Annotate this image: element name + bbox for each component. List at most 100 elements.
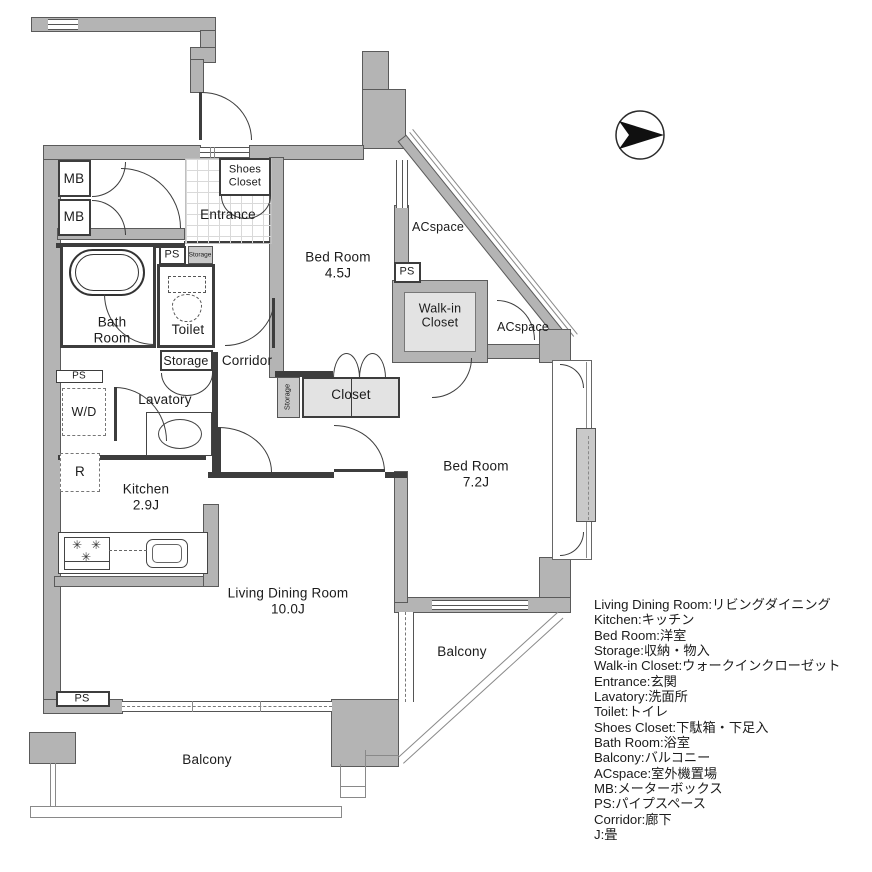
legend-line: Toilet:トイレ: [594, 704, 669, 720]
storage-closet-box: [277, 377, 300, 418]
balcony-rail: [30, 806, 342, 818]
closet-bifold-door-arc: [333, 353, 360, 378]
legend-line: Bed Room:洋室: [594, 627, 687, 643]
wall-bedroom72-north: [470, 345, 547, 358]
bay-window-panel: [576, 428, 596, 522]
exterior-column: [363, 90, 405, 148]
exterior-wall: [191, 60, 203, 92]
threshold-tick: [214, 147, 215, 158]
legend-line: Walk-in Closet:ウォークインクローゼット: [594, 658, 841, 674]
bedroom72-door-arc: [334, 425, 385, 472]
label-kitchen: Kitchen 2.9J: [122, 481, 170, 512]
balcony-diagonal-rail: [403, 617, 564, 764]
balcony-rail: [50, 763, 56, 809]
legend-line: Corridor:廊下: [594, 811, 672, 827]
entrance-threshold: [200, 147, 250, 158]
ps-box: [56, 370, 103, 383]
label-acspace-right: ACspace: [496, 319, 550, 334]
toilet-tank: [168, 276, 206, 293]
legend-line: J:畳: [594, 827, 618, 843]
storage-toilet-box: [160, 350, 213, 371]
window: [48, 19, 78, 30]
bedroom45-door-arc: [225, 298, 275, 346]
label-storage-closet: Storage: [282, 383, 292, 411]
label-bath-room: Bath Room: [93, 314, 131, 345]
label-entrance: Entrance: [200, 207, 256, 223]
wall-bedroom72-west: [395, 472, 407, 602]
label-acspace-top: ACspace: [411, 219, 465, 234]
exterior-column: [363, 52, 388, 92]
storage-small-box: [188, 246, 213, 264]
label-bedroom-72: Bed Room 7.2J: [443, 458, 509, 489]
legend-line: Lavatory:洗面所: [594, 689, 688, 705]
partition-lavatory-south: [58, 455, 206, 460]
label-ps-wic: PS: [399, 265, 415, 278]
label-corridor: Corridor: [221, 353, 273, 369]
compass-north-label: N: [671, 128, 674, 138]
label-living-dining: Living Dining Room 10.0J: [227, 585, 349, 616]
kitchen-sink-inner: [152, 544, 182, 563]
balcony-rail: [340, 764, 341, 790]
label-refrigerator: R: [75, 464, 85, 480]
entrance-door-leaf: [199, 92, 202, 140]
label-lavatory: Lavatory: [138, 392, 192, 408]
north-compass-icon: N: [615, 110, 674, 160]
bedroom72-south-window: [432, 600, 528, 610]
legend-line: ACspace:室外機置場: [594, 765, 718, 781]
stove: [64, 537, 110, 570]
label-washer-dryer: W/D: [71, 404, 97, 419]
legend-line: MB:メーターボックス: [594, 781, 723, 797]
balcony-rail: [365, 750, 366, 788]
legend-line: Kitchen:キッチン: [594, 612, 695, 628]
walkin-closet-door-arc: [432, 358, 472, 398]
entrance-door-arc: [202, 92, 252, 140]
label-mb-bottom: MB: [63, 209, 85, 225]
living-east-window: [398, 612, 414, 702]
legend-line: Entrance:玄関: [594, 673, 677, 689]
legend-line: Shoes Closet:下駄箱・下足入: [594, 719, 769, 735]
label-balcony-right: Balcony: [437, 644, 487, 660]
living-door-arc: [219, 427, 272, 472]
wall-bedroom45-right: [395, 206, 408, 264]
partition-living-north: [208, 472, 334, 478]
partition-living-north: [385, 472, 407, 478]
legend-line: Balcony:バルコニー: [594, 750, 711, 766]
legend-line: Living Dining Room:リビングダイニング: [594, 597, 831, 612]
balcony-rail: [365, 755, 399, 756]
label-mb-top: MB: [63, 171, 85, 187]
label-ps-balcony: PS: [74, 692, 90, 705]
exterior-wall: [191, 48, 215, 62]
window-tick: [192, 701, 193, 712]
partition-bedroom45-south: [275, 371, 333, 377]
ps-box: [56, 691, 110, 707]
mb-box: [58, 160, 91, 197]
wall-kitchen-south: [55, 577, 206, 586]
partition-corridor-west: [212, 352, 218, 472]
label-shoes-closet: Shoes Closet: [228, 163, 262, 188]
wall-top: [44, 146, 200, 159]
label-ps-lavatory: PS: [72, 370, 86, 382]
label-ps-bath: PS: [164, 248, 180, 261]
window-tick: [260, 701, 261, 712]
legend-line: Storage:収納・物入: [594, 643, 710, 659]
label-walkin-closet: Walk-in Closet: [418, 301, 462, 330]
label-storage-entrance: Storage: [188, 251, 212, 259]
toilet-bowl: [172, 294, 202, 322]
bathtub-inner: [75, 254, 139, 291]
balcony-diagonal-rail: [398, 611, 559, 758]
wall-top: [250, 146, 363, 159]
label-storage-toilet: Storage: [163, 353, 209, 368]
stove-burner-icon: ✳: [90, 538, 102, 552]
washer-dryer-box: [62, 388, 106, 436]
stove-burner-icon: ✳: [71, 538, 83, 552]
label-bedroom-45: Bed Room 4.5J: [305, 249, 371, 280]
ps-box: [159, 246, 186, 265]
balcony-rail: [340, 786, 366, 798]
mb-box: [58, 199, 91, 236]
legend: Living Dining Room:リビングダイニング Kitchen:キッチ…: [594, 597, 872, 843]
living-balcony-window: [122, 701, 332, 712]
closet-bifold-door-arc: [359, 353, 386, 378]
bedroom45-window: [396, 160, 408, 208]
legend-line: Bath Room:浴室: [594, 735, 691, 751]
